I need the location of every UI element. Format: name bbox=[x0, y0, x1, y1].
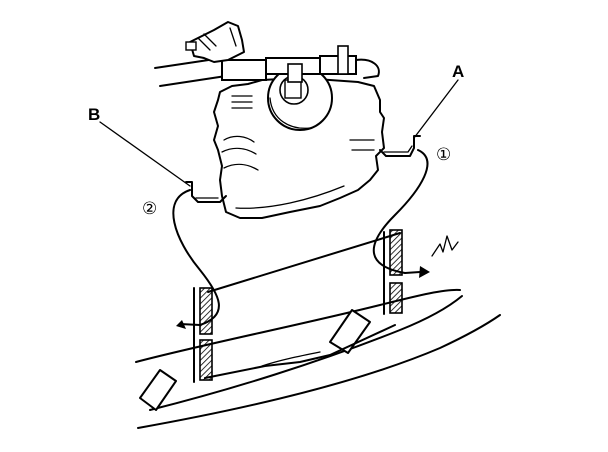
motion-curve-right bbox=[372, 149, 430, 278]
bracket-a bbox=[379, 135, 421, 157]
right-slot bbox=[383, 229, 403, 315]
module-body bbox=[213, 65, 385, 219]
dash-panel bbox=[135, 288, 501, 429]
lower-left-tab bbox=[139, 369, 177, 411]
motion-curve-left bbox=[172, 189, 220, 329]
leader-b bbox=[99, 121, 191, 187]
bracket-b bbox=[185, 181, 227, 203]
step-one-label: ① bbox=[436, 145, 451, 165]
callout-a-label: A bbox=[452, 62, 464, 81]
panel-opening bbox=[204, 232, 401, 379]
break-mark bbox=[431, 235, 459, 257]
leader-a bbox=[413, 79, 459, 139]
step-two-label: ② bbox=[142, 199, 157, 219]
left-slot bbox=[193, 287, 213, 383]
wire-harness bbox=[154, 21, 380, 87]
callout-b-label: B bbox=[88, 105, 100, 124]
